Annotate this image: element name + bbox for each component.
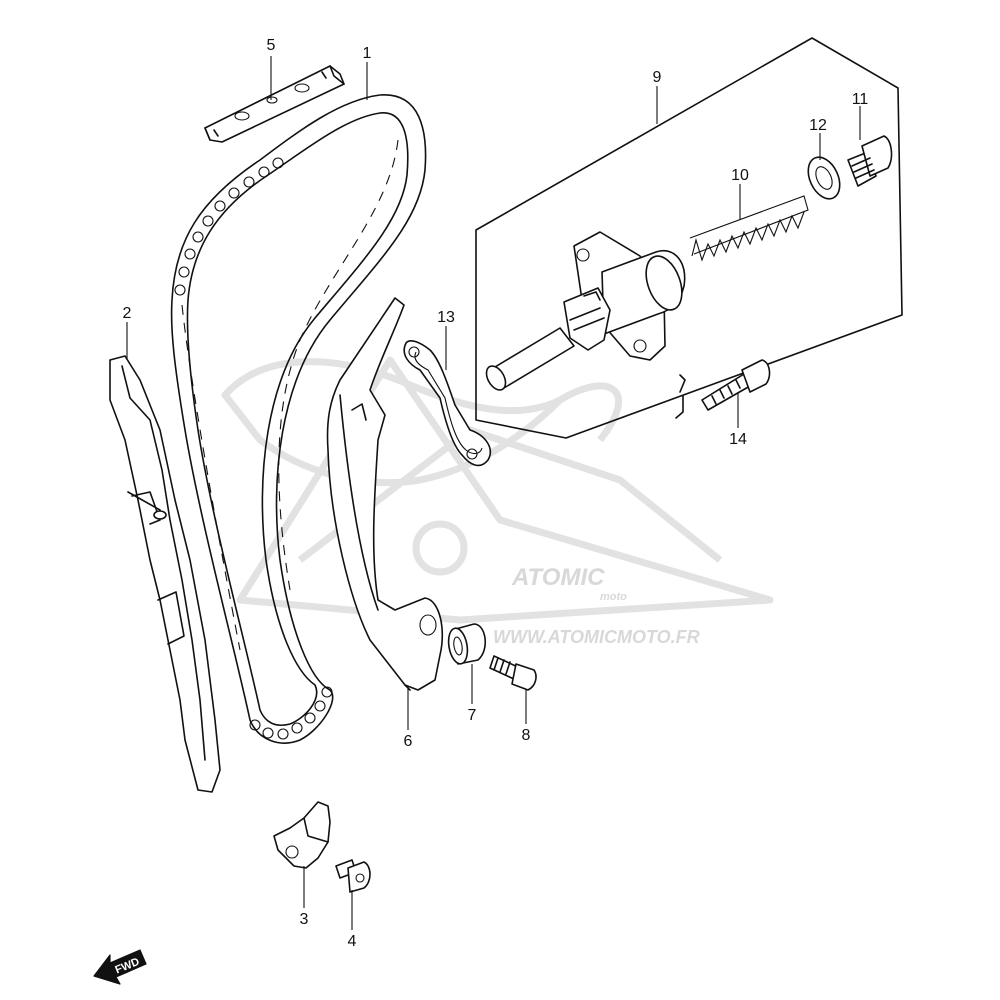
label-part-2: 2 (123, 305, 132, 322)
leader-lines (126, 56, 861, 930)
watermark-sub: moto (600, 591, 627, 603)
label-part-5: 5 (267, 37, 276, 54)
label-part-1: 1 (363, 45, 372, 62)
label-part-13: 13 (437, 309, 455, 326)
fwd-arrow-icon: FWD (93, 949, 147, 985)
label-part-14: 14 (729, 431, 747, 448)
part-cam-chain (170, 94, 427, 744)
label-part-4: 4 (348, 933, 357, 950)
label-part-12: 12 (809, 117, 827, 134)
part-upper-chain-guide (204, 65, 345, 143)
part-gasket (403, 340, 492, 467)
part-tensioner-guide (326, 297, 444, 691)
part-washer (807, 156, 841, 200)
fwd-label: FWD (113, 956, 141, 977)
label-part-9: 9 (653, 69, 662, 86)
label-part-10: 10 (731, 167, 749, 184)
part-number-labels: 5 1 2 3 4 6 7 8 9 10 11 12 13 14 (123, 37, 869, 950)
watermark-url: WWW.ATOMICMOTO.FR (493, 627, 700, 647)
part-bushing (447, 623, 486, 665)
label-part-7: 7 (468, 707, 477, 724)
watermark-brand: ATOMIC (511, 564, 605, 591)
label-part-11: 11 (852, 91, 869, 108)
label-part-6: 6 (404, 733, 413, 750)
watermark-logo: ATOMIC moto WWW.ATOMICMOTO.FR (221, 356, 774, 647)
part-chain-guide (109, 355, 221, 793)
label-part-3: 3 (300, 911, 309, 928)
part-tensioner-assembly-box (475, 37, 903, 439)
part-guide-stopper (273, 801, 331, 869)
part-spring (689, 195, 809, 262)
part-tensioner-body (485, 231, 686, 391)
part-bolt-4 (335, 859, 371, 893)
part-cap-bolt (847, 135, 893, 187)
part-bolt-14 (701, 359, 771, 411)
part-bolt-8 (489, 655, 537, 691)
label-part-8: 8 (522, 727, 531, 744)
